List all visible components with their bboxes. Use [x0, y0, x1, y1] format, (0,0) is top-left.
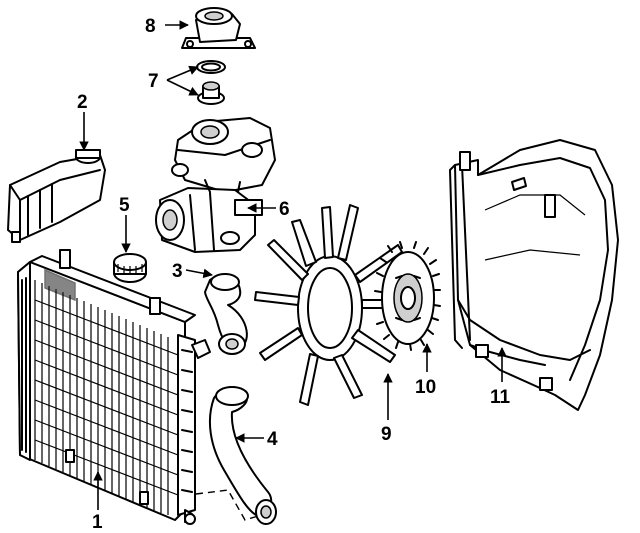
callout-8: 8 [145, 16, 156, 37]
coolant-reservoir [7, 149, 106, 243]
fan-clutch [374, 241, 441, 351]
water-pump [155, 117, 276, 253]
callout-labels: 8 7 2 5 6 3 4 1 9 10 11 [77, 16, 511, 533]
radiator-core [34, 280, 179, 515]
callout-7: 7 [148, 71, 159, 92]
callout-11: 11 [490, 387, 511, 408]
callout-6: 6 [279, 199, 290, 220]
thermostat-and-gasket [196, 60, 226, 105]
thermostat-housing [181, 7, 256, 49]
radiator [17, 249, 211, 525]
callout-9: 9 [381, 424, 392, 445]
callout-1: 1 [92, 512, 103, 533]
leader-lines [79, 20, 507, 510]
callout-5: 5 [119, 195, 130, 216]
lower-radiator-hose [195, 386, 277, 525]
upper-radiator-hose [204, 273, 248, 355]
callout-4: 4 [267, 429, 278, 450]
radiator-cap [113, 253, 147, 283]
callout-10: 10 [415, 377, 436, 398]
fan-shroud [449, 139, 619, 411]
callout-3: 3 [172, 261, 183, 282]
callout-2: 2 [77, 92, 88, 113]
